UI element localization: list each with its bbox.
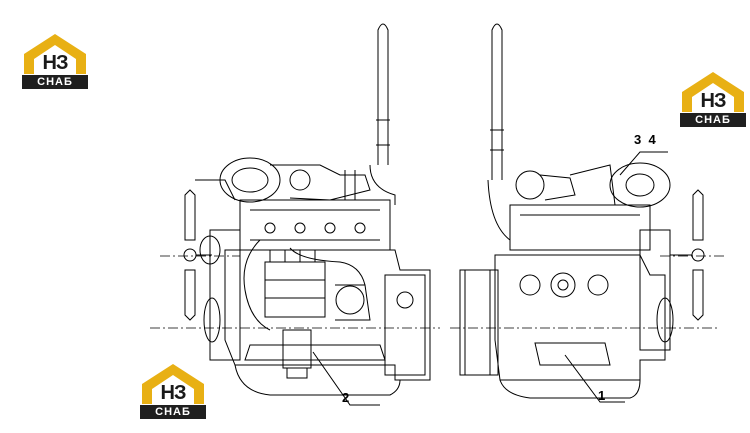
logo-letters: НЗ — [700, 90, 727, 112]
house-roof-icon — [682, 72, 744, 112]
house-roof-icon — [142, 364, 204, 404]
leader-3-4 — [619, 151, 668, 176]
logo-bar-text: СНАБ — [680, 113, 746, 127]
logo-bar-text: СНАБ — [140, 405, 206, 419]
house-roof-icon — [24, 34, 86, 74]
left-engine-view — [183, 23, 431, 406]
logo-bar-text: СНАБ — [22, 75, 88, 89]
callout-2: 2 — [342, 390, 350, 405]
logo-letters: НЗ — [42, 52, 69, 74]
callout-3-4: 3 4 — [634, 132, 656, 147]
brand-logo: НЗ СНАБ — [140, 362, 206, 422]
leader-2 — [312, 351, 380, 406]
brand-logo: НЗ СНАБ — [22, 32, 88, 92]
leader-1 — [564, 354, 625, 403]
logo-letters: НЗ — [160, 382, 187, 404]
brand-logo: НЗ СНАБ — [680, 70, 746, 130]
callout-1: 1 — [598, 388, 606, 403]
right-engine-view — [459, 23, 705, 403]
